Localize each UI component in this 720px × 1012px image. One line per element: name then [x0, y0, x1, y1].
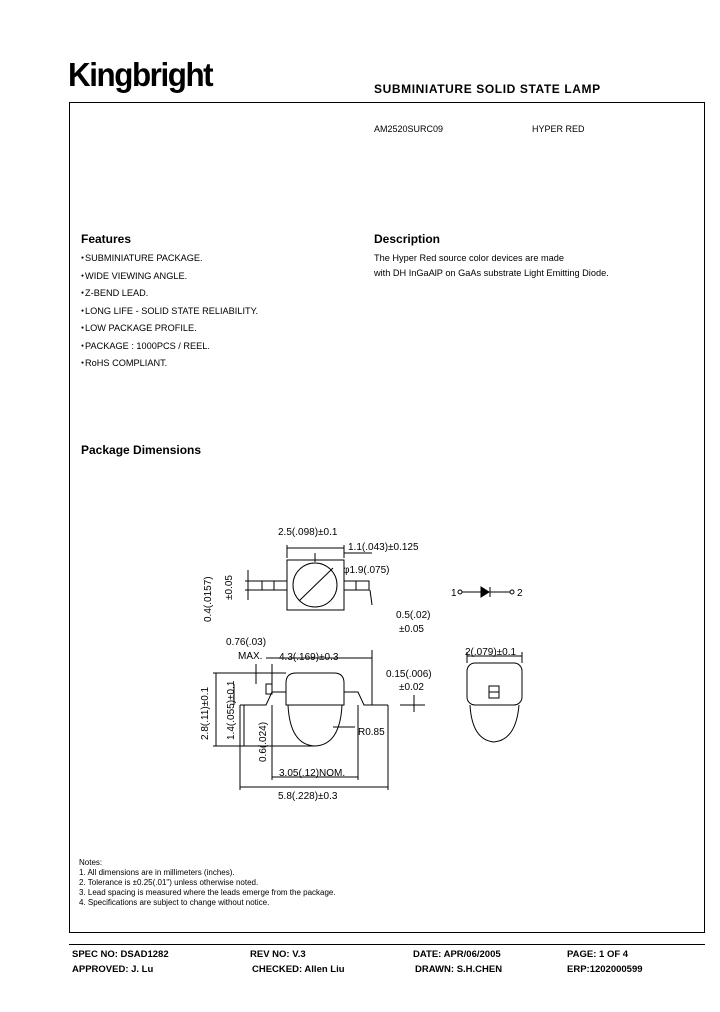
- dim-lens-offset: 1.1(.043)±0.125: [348, 542, 419, 553]
- content-frame: [69, 102, 705, 933]
- drawn-by: DRAWN: S.H.CHEN: [415, 964, 503, 975]
- note-item: 3. Lead spacing is measured where the le…: [79, 888, 336, 897]
- diode-symbol: [480, 586, 490, 598]
- feature-item: SUBMINIATURE PACKAGE.: [81, 250, 258, 268]
- features-heading: Features: [81, 232, 132, 246]
- side-view-body: [285, 672, 345, 706]
- note-item: 2. Tolerance is ±0.25(.01") unless other…: [79, 878, 259, 887]
- dim-lead-width: 0.5(.02): [396, 610, 430, 621]
- emitted-color: HYPER RED: [532, 124, 585, 134]
- spec-number: SPEC NO: DSAD1282: [72, 949, 169, 960]
- dim-lens-dia: φ1.9(.075): [343, 565, 390, 576]
- dim-dome-height: 0.6(.024): [258, 722, 269, 762]
- document-date: DATE: APR/06/2005: [413, 949, 501, 960]
- page-number: PAGE: 1 OF 4: [567, 949, 629, 960]
- features-list: SUBMINIATURE PACKAGE. WIDE VIEWING ANGLE…: [81, 250, 258, 373]
- dim-body-height: 1.4(.055)±0.1: [226, 680, 237, 740]
- notes-title: Notes:: [79, 858, 103, 867]
- description-line: with DH InGaAlP on GaAs substrate Light …: [374, 268, 609, 278]
- revision-number: REV NO: V.3: [250, 949, 306, 960]
- erp-number: ERP:1202000599: [567, 964, 643, 975]
- dim-pitch: 3.05(.12)NOM.: [279, 768, 345, 779]
- description-line: The Hyper Red source color devices are m…: [374, 253, 564, 263]
- pin-1-label: 1: [451, 588, 457, 599]
- feature-item: WIDE VIEWING ANGLE.: [81, 268, 258, 286]
- footer-divider: [69, 944, 705, 945]
- checked-by: CHECKED: Allen Liu: [252, 964, 345, 975]
- side-left-lead: [240, 691, 286, 706]
- end-view-dome: [469, 704, 520, 743]
- note-item: 4. Specifications are subject to change …: [79, 898, 270, 907]
- dim-body-length: 4.3(.169)±0.3: [279, 652, 339, 663]
- approved-by: APPROVED: J. Lu: [72, 964, 154, 975]
- feature-item: LOW PACKAGE PROFILE.: [81, 320, 258, 338]
- dim-lead-width-tol: ±0.05: [399, 624, 424, 635]
- part-number: AM2520SURC09: [374, 124, 444, 134]
- dim-lead-thick: 0.4(.0157): [203, 576, 214, 622]
- feature-item: LONG LIFE - SOLID STATE RELIABILITY.: [81, 303, 258, 321]
- dim-side-width: 2(.079)±0.1: [465, 647, 517, 658]
- dim-height: 2.8(.11)±0.1: [200, 686, 211, 740]
- pin-2-label: 2: [517, 588, 523, 599]
- side-view-dome: [287, 704, 343, 747]
- description-heading: Description: [374, 232, 441, 246]
- dim-lead-thick-tol: ±0.05: [224, 575, 235, 600]
- feature-item: PACKAGE : 1000PCS / REEL.: [81, 338, 258, 356]
- dim-lead-t: 0.15(.006): [386, 669, 432, 680]
- feature-item: Z-BEND LEAD.: [81, 285, 258, 303]
- side-right-lead: [344, 691, 388, 706]
- dim-overall: 5.8(.228)±0.3: [278, 791, 338, 802]
- package-dimensions-heading: Package Dimensions: [81, 443, 202, 457]
- dim-lead-t-tol: ±0.02: [399, 682, 424, 693]
- dim-radius: R0.85: [358, 727, 385, 738]
- lens-dia-leader: [298, 567, 334, 602]
- end-view-body: [466, 662, 523, 706]
- top-view-lens: [292, 562, 338, 608]
- dim-max: 0.76(.03): [226, 637, 266, 648]
- note-item: 1. All dimensions are in millimeters (in…: [79, 868, 235, 877]
- dim-top-width: 2.5(.098)±0.1: [278, 527, 338, 538]
- feature-item: RoHS COMPLIANT.: [81, 355, 258, 373]
- document-title: SUBMINIATURE SOLID STATE LAMP: [374, 82, 601, 96]
- notes-block: Notes: 1. All dimensions are in millimet…: [79, 858, 336, 908]
- brand-logo: Kingbright: [68, 56, 214, 93]
- dim-max-label: MAX.: [238, 651, 262, 662]
